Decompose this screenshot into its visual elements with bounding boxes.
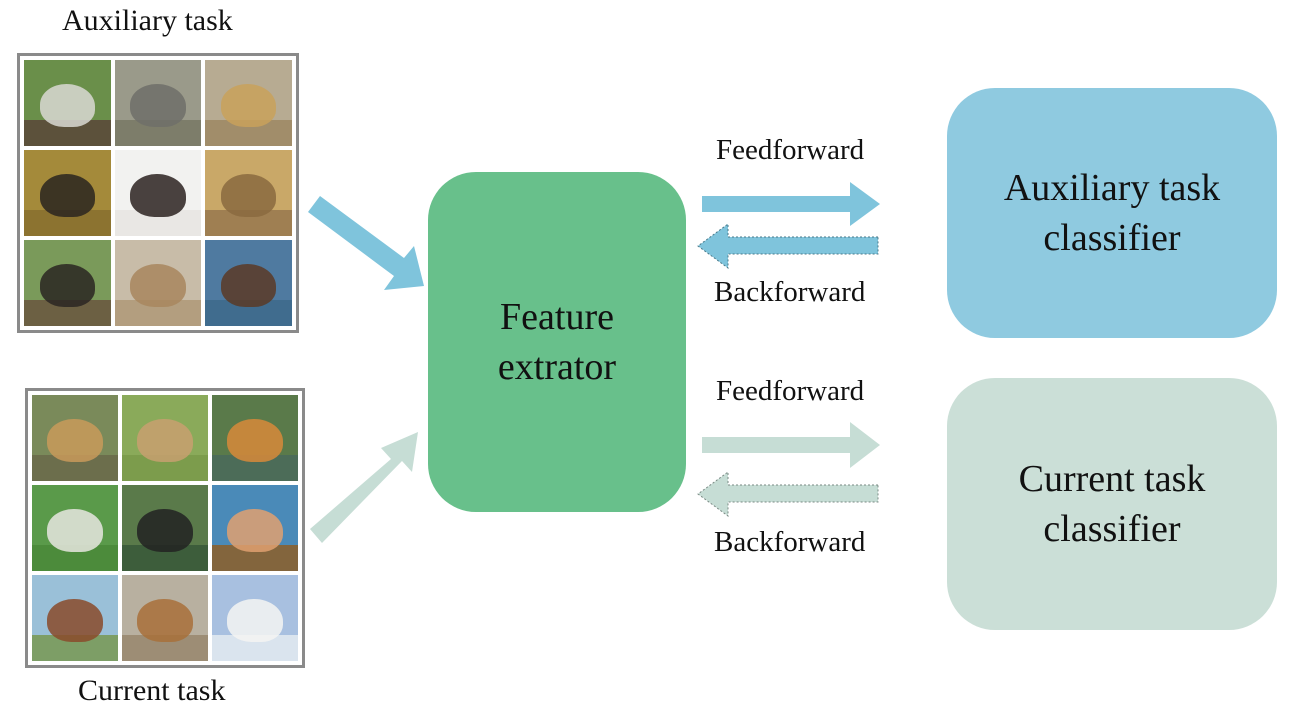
aux-backforward-label: Backforward — [714, 276, 866, 308]
feature-extractor-line-2: extrator — [497, 346, 617, 388]
aux-image-bear — [205, 240, 292, 326]
aux-feedforward-arrow — [702, 182, 880, 226]
current-task-label: Current task — [78, 674, 226, 707]
cur-classifier-line-1: Current task — [1018, 458, 1206, 500]
cur-image-gorilla — [122, 485, 208, 571]
aux-image-leopard — [205, 60, 292, 146]
cur-image-tiger — [212, 395, 298, 481]
cur-image-lioness — [122, 395, 208, 481]
cur-image-leopard — [32, 395, 118, 481]
auxiliary-task-label: Auxiliary task — [62, 4, 233, 37]
cur-image-deer — [122, 575, 208, 661]
cur-classifier-line-2: classifier — [1043, 508, 1181, 550]
aux-image-ibex — [114, 240, 202, 326]
aux-feedforward-label: Feedforward — [716, 134, 865, 166]
cur-image-bull — [32, 575, 118, 661]
cur-image-hamster — [212, 485, 298, 571]
feature-extractor-line-1: Feature — [500, 296, 614, 338]
cur-image-wolf — [32, 485, 118, 571]
aux-image-cat — [114, 60, 202, 146]
feature-extractor-box: Feature extrator — [428, 172, 686, 512]
cur-feedforward-arrow — [702, 422, 880, 468]
aux-classifier-line-2: classifier — [1043, 217, 1181, 259]
aux-classifier-line-1: Auxiliary task — [1003, 167, 1221, 209]
auxiliary-image-grid — [17, 53, 299, 333]
aux-input-arrow — [308, 196, 424, 290]
aux-image-cow — [24, 240, 111, 326]
cur-backforward-arrow — [697, 471, 879, 517]
current-classifier-box: Current task classifier — [947, 378, 1277, 630]
cur-image-polar-bears — [212, 575, 298, 661]
auxiliary-classifier-box: Auxiliary task classifier — [947, 88, 1277, 338]
current-image-grid — [25, 388, 305, 668]
aux-image-chimpanzee — [114, 150, 202, 236]
aux-image-prairie-dog — [205, 150, 292, 236]
cur-backforward-label: Backforward — [714, 526, 866, 558]
aux-image-dog — [24, 150, 111, 236]
aux-image-snow-leopard — [24, 60, 111, 146]
cur-feedforward-label: Feedforward — [716, 375, 865, 407]
cur-input-arrow — [310, 432, 418, 543]
aux-backforward-arrow — [697, 223, 879, 269]
